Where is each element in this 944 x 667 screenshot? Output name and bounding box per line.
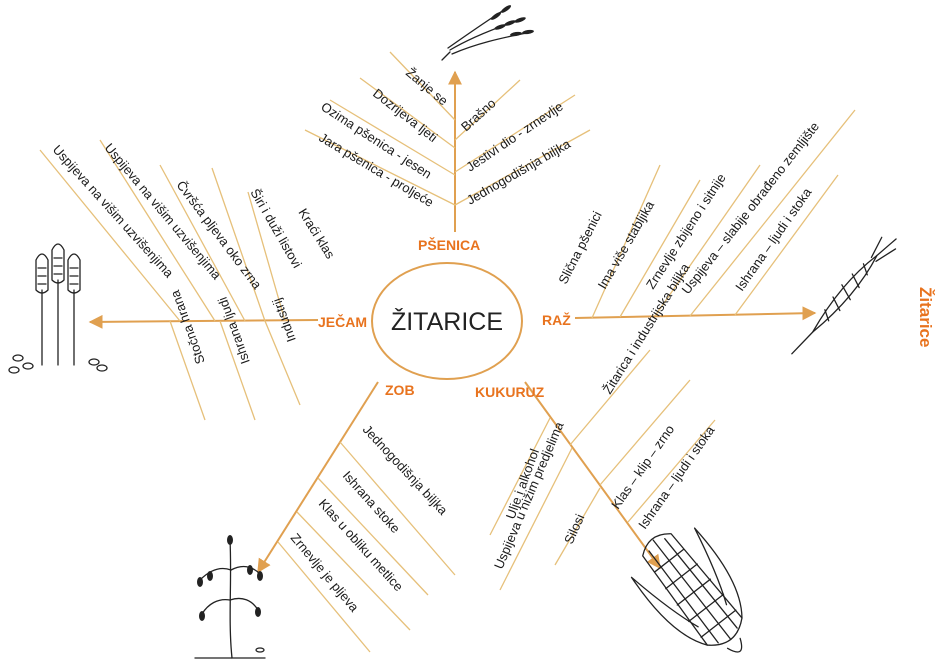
jecam-branch xyxy=(40,150,180,321)
category-jecam: JEČAM xyxy=(318,313,367,330)
category-psenica: PŠENICA xyxy=(418,236,480,253)
category-raz: RAŽ xyxy=(542,311,571,328)
psenica-item: Žanje se xyxy=(403,65,451,109)
category-zob: ZOB xyxy=(385,382,415,398)
corn-cob-icon xyxy=(620,514,772,667)
barley-icon xyxy=(9,244,107,373)
category-kukuruz: KUKURUZ xyxy=(475,384,545,400)
kukuruz-item: Silosi xyxy=(561,512,587,547)
rye-icon xyxy=(787,231,900,361)
kukuruz-branch xyxy=(570,350,650,445)
wheat-bundle-icon xyxy=(442,4,534,60)
psenica-item: Brašno xyxy=(458,96,499,135)
raz-item: Ishrana – ljudi i stoka xyxy=(732,184,815,293)
jecam-item: Širi i duži listovi xyxy=(247,186,304,271)
oat-plant-icon xyxy=(195,535,265,658)
raz-branch xyxy=(690,110,855,316)
kukuruz-item: Ishrana – ljudi i stoka xyxy=(635,422,718,531)
raz-item: Slična pšenici xyxy=(555,209,605,287)
side-title: Žitarice xyxy=(916,287,935,347)
kukuruz-item: Uspijeva u nižim predjelima xyxy=(491,419,567,571)
jecam-item: Kraći klas xyxy=(295,206,338,262)
center-title: ŽITARICE xyxy=(391,307,503,336)
psenica-item: Jednogodišnja biljka xyxy=(464,136,574,208)
jecam-item: Ishrana ljudi xyxy=(215,295,253,366)
raz-axis xyxy=(575,313,815,318)
